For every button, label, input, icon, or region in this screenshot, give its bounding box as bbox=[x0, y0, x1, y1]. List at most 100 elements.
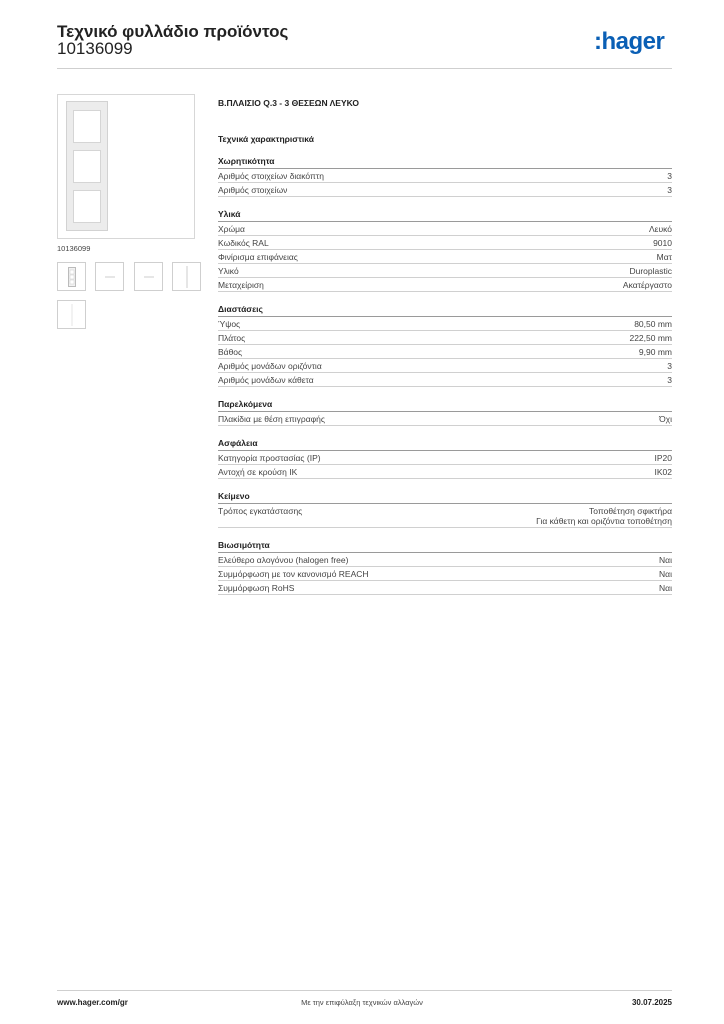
spec-value: 3 bbox=[667, 375, 672, 385]
spec-row: Συμμόρφωση με τον κανονισμό REACH Ναι bbox=[218, 567, 672, 581]
spec-value-line: 9010 bbox=[653, 238, 672, 248]
spec-row: Αριθμός στοιχείων διακόπτη 3 bbox=[218, 169, 672, 183]
spec-label: Συμμόρφωση με τον κανονισμό REACH bbox=[218, 569, 369, 579]
spec-label: Αριθμός στοιχείων bbox=[218, 185, 288, 195]
product-title: Β.ΠΛΑΙΣΙΟ Q.3 - 3 ΘΕΣΕΩΝ ΛΕΥΚΟ bbox=[218, 98, 360, 108]
spec-value: 80,50 mm bbox=[634, 319, 672, 329]
spec-value: 3 bbox=[667, 171, 672, 181]
spec-row: Μεταχείριση Ακατέργαστο bbox=[218, 278, 672, 292]
section-heading: Ασφάλεια bbox=[218, 438, 672, 451]
spec-value: 3 bbox=[667, 361, 672, 371]
spec-value: Όχι bbox=[659, 414, 672, 424]
logo-prefix: : bbox=[594, 28, 602, 55]
product-code: 10136099 bbox=[57, 39, 133, 58]
line-thumb-icon bbox=[186, 265, 187, 288]
spec-label: Αντοχή σε κρούση IK bbox=[218, 467, 298, 477]
page-title: Τεχνικό φυλλάδιο προϊόντος bbox=[57, 22, 289, 41]
thumbnail-1[interactable] bbox=[57, 262, 86, 291]
spec-row: Αριθμός μονάδων κάθετα 3 bbox=[218, 373, 672, 387]
logo-text: hager bbox=[601, 28, 665, 55]
spec-value-line: Ματ bbox=[656, 252, 672, 262]
spec-label: Συμμόρφωση RoHS bbox=[218, 583, 295, 593]
spec-label: Κωδικός RAL bbox=[218, 238, 269, 248]
spec-label: Αριθμός μονάδων κάθετα bbox=[218, 375, 314, 385]
spec-value: Ναι bbox=[659, 583, 672, 593]
header-divider bbox=[57, 68, 672, 69]
frame-thumb-icon bbox=[67, 266, 76, 287]
spec-value: Duroplastic bbox=[629, 266, 672, 276]
spec-value: Ακατέργαστο bbox=[623, 280, 672, 290]
thumbnail-2[interactable] bbox=[95, 262, 124, 291]
spec-value-line: 9,90 mm bbox=[638, 347, 672, 357]
spec-label: Ελεύθερο αλογόνου (halogen free) bbox=[218, 555, 349, 565]
spec-row: Υλικό Duroplastic bbox=[218, 264, 672, 278]
thumbnail-5[interactable] bbox=[57, 300, 86, 329]
spec-value: Ναι bbox=[659, 569, 672, 579]
spec-value-line: Για κάθετη και οριζόντια τοποθέτηση bbox=[536, 516, 672, 526]
tech-heading: Τεχνικά χαρακτηριστικά bbox=[218, 134, 314, 144]
section-heading: Χωρητικότητα bbox=[218, 156, 672, 169]
spec-row: Συμμόρφωση RoHS Ναι bbox=[218, 581, 672, 595]
section-heading: Υλικά bbox=[218, 209, 672, 222]
spec-label: Πλάτος bbox=[218, 333, 246, 343]
spec-value-line: Όχι bbox=[659, 414, 672, 424]
spec-label: Αριθμός στοιχείων διακόπτη bbox=[218, 171, 324, 181]
section-heading: Κείμενο bbox=[218, 491, 672, 504]
spec-label: Μεταχείριση bbox=[218, 280, 264, 290]
spec-value-line: Ακατέργαστο bbox=[622, 280, 672, 290]
dash-thumb-icon bbox=[104, 276, 115, 277]
spec-row: Πλάτος 222,50 mm bbox=[218, 331, 672, 345]
spec-row: Φινίρισμα επιφάνειας Ματ bbox=[218, 250, 672, 264]
spec-value-line: Τοποθέτηση σφικτήρα bbox=[588, 506, 672, 516]
spec-value-line: Ναι bbox=[659, 569, 672, 579]
spec-label: Τρόπος εγκατάστασης bbox=[218, 506, 303, 516]
spec-label: Κατηγορία προστασίας (IP) bbox=[218, 453, 321, 463]
thumbnail-4[interactable] bbox=[172, 262, 201, 291]
spec-row: Αριθμός μονάδων οριζόντια 3 bbox=[218, 359, 672, 373]
spec-label: Πλακίδια με θέση επιγραφής bbox=[218, 414, 325, 424]
spec-label: Βάθος bbox=[218, 347, 243, 357]
spec-value: IK02 bbox=[655, 467, 673, 477]
spec-value: 9,90 mm bbox=[639, 347, 672, 357]
spec-label: Ύψος bbox=[218, 319, 241, 329]
spec-value-line: Ναι bbox=[659, 583, 672, 593]
spec-value: IP20 bbox=[655, 453, 673, 463]
dash-thumb-icon bbox=[143, 276, 154, 277]
section-heading: Παρελκόμενα bbox=[218, 399, 672, 412]
spec-value-line: 3 bbox=[667, 375, 672, 385]
spec-row: Βάθος 9,90 mm bbox=[218, 345, 672, 359]
hager-logo: :hager bbox=[594, 28, 665, 56]
spec-value-line: IK02 bbox=[654, 467, 673, 477]
image-caption: 10136099 bbox=[57, 244, 91, 253]
product-image[interactable] bbox=[57, 94, 195, 239]
spec-value: 222,50 mm bbox=[629, 333, 672, 343]
footer-date: 30.07.2025 bbox=[631, 998, 672, 1007]
footer-note: Με την επιφύλαξη τεχνικών αλλαγών bbox=[301, 998, 423, 1007]
spec-value: 3 bbox=[667, 185, 672, 195]
spec-label: Φινίρισμα επιφάνειας bbox=[218, 252, 298, 262]
spec-row: Ελεύθερο αλογόνου (halogen free)Ναι bbox=[218, 553, 672, 567]
spec-value-line: 80,50 mm bbox=[634, 319, 672, 329]
spec-row: Ύψος 80,50 mm bbox=[218, 317, 672, 331]
spec-label: Αριθμός μονάδων οριζόντια bbox=[218, 361, 322, 371]
spec-value-line: Duroplastic bbox=[629, 266, 672, 276]
spec-row: Αριθμός στοιχείων 3 bbox=[218, 183, 672, 197]
section-heading: Βιωσιμότητα bbox=[218, 540, 672, 553]
frame-drawing bbox=[66, 101, 108, 231]
section-heading: Διαστάσεις bbox=[218, 304, 672, 317]
footer-website[interactable]: www.hager.com/gr bbox=[57, 998, 128, 1007]
spec-label: Υλικό bbox=[218, 266, 239, 276]
frame-slot bbox=[73, 150, 101, 183]
thumbnail-3[interactable] bbox=[134, 262, 163, 291]
spec-value: 9010 bbox=[653, 238, 672, 248]
spec-label: Χρώμα bbox=[218, 224, 245, 234]
